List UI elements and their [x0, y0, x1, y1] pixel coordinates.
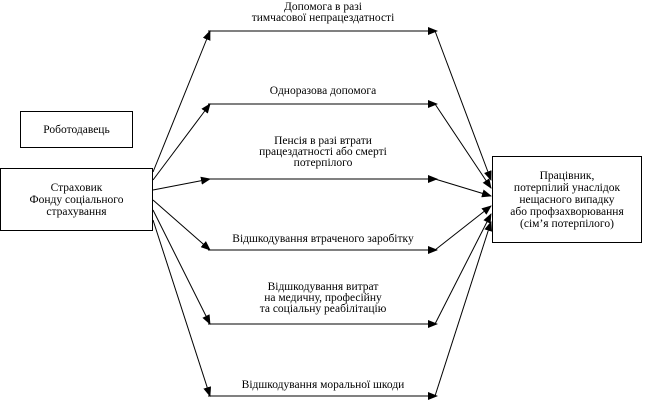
benefit-label-6: Відшкодування моральної шкоди: [241, 379, 405, 391]
insurer-label: Страховик Фонду соціального страхування: [29, 181, 124, 218]
arrow-to-worker-6: [434, 221, 493, 397]
arrow-to-worker-1: [434, 30, 492, 181]
arrow-to-benefit-5: [152, 209, 211, 325]
benefit-label-5: Відшкодування витрат на медичну, професі…: [259, 281, 387, 315]
arrow-to-worker-2: [434, 103, 492, 189]
worker-box: Працівник, потерпілий унаслідок нещасног…: [492, 156, 642, 243]
arrow-to-worker-4: [434, 205, 492, 251]
benefit-label-1: Допомога в разі тимчасової непрацездатно…: [251, 1, 395, 24]
benefit-label-2: Одноразова допомога: [269, 85, 377, 97]
arrow-to-worker-3: [434, 178, 492, 198]
arrow-to-benefit-6: [152, 219, 212, 397]
employer-box: Роботодавець: [20, 111, 133, 148]
insurer-to-benefit-arrows: [152, 30, 212, 397]
arrow-to-benefit-2: [152, 103, 211, 181]
benefit-label-3: Пенсія в разі втрати працездатності або …: [259, 135, 387, 169]
arrow-to-benefit-4: [152, 199, 211, 251]
insurer-box: Страховик Фонду соціального страхування: [0, 168, 153, 231]
arrow-to-worker-5: [434, 213, 492, 325]
worker-label: Працівник, потерпілий унаслідок нещасног…: [510, 169, 624, 230]
benefit-label-4: Відшкодування втраченого заробітку: [232, 233, 414, 245]
arrow-to-benefit-3: [152, 176, 211, 191]
benefit-to-worker-arrows: [434, 30, 493, 397]
employer-label: Роботодавець: [43, 123, 110, 136]
arrow-to-benefit-1: [152, 30, 211, 173]
benefit-lines: [208, 27, 438, 400]
